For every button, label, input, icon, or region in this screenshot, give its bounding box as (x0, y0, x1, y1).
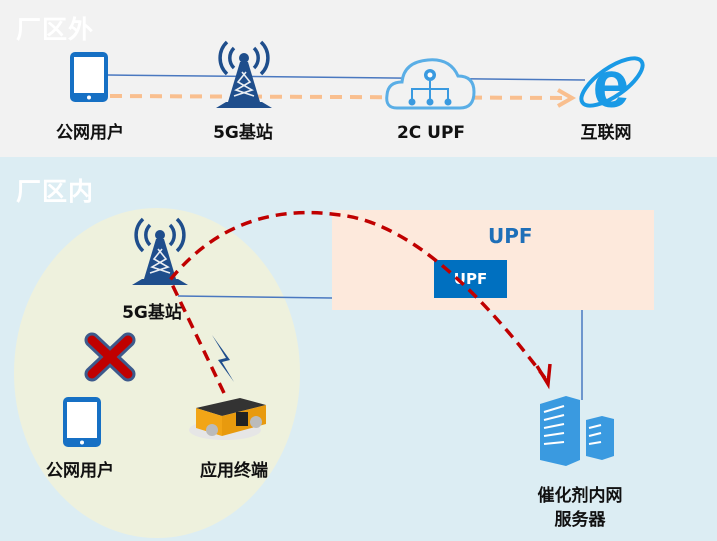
internet-explorer-icon: e (579, 47, 645, 121)
cell-tower-icon (214, 40, 274, 110)
cloud-network-icon (385, 58, 476, 110)
phone-icon (63, 397, 101, 447)
svg-text:e: e (593, 47, 630, 121)
outside-flow-arrow (109, 94, 566, 100)
server-label-line1: 催化剂内网 (537, 486, 623, 506)
server-icon (540, 396, 614, 466)
agv-robot-icon (189, 398, 266, 440)
server-label-line2: 服务器 (554, 510, 606, 530)
server-label: 催化剂内网 服务器 (538, 484, 623, 532)
outside-base-station-label: 5G基站 (213, 123, 273, 143)
phone-icon (70, 52, 108, 102)
factory-coverage-area (14, 208, 300, 538)
terminal-label: 应用终端 (200, 461, 268, 481)
upf-area-title: UPF (488, 224, 533, 248)
inside-zone-title: 厂区内 (16, 177, 95, 206)
inside-public-user-label: 公网用户 (46, 461, 114, 481)
inside-base-station-label: 5G基站 (122, 303, 182, 323)
outside-link-line (107, 74, 586, 81)
inside-flow-arrow (167, 210, 547, 394)
outside-zone (0, 0, 717, 157)
outside-zone-title: 厂区外 (16, 15, 95, 44)
inside-flow-arrowhead (535, 363, 552, 390)
2c-upf-label: 2C UPF (396, 123, 466, 143)
base-station-upf-link (177, 295, 333, 299)
red-x-icon (84, 332, 136, 382)
cell-tower-icon (130, 217, 190, 287)
internet-label: 互联网 (580, 123, 632, 143)
outside-public-user-label: 公网用户 (56, 123, 124, 143)
outside-flow-arrowhead (557, 88, 577, 108)
